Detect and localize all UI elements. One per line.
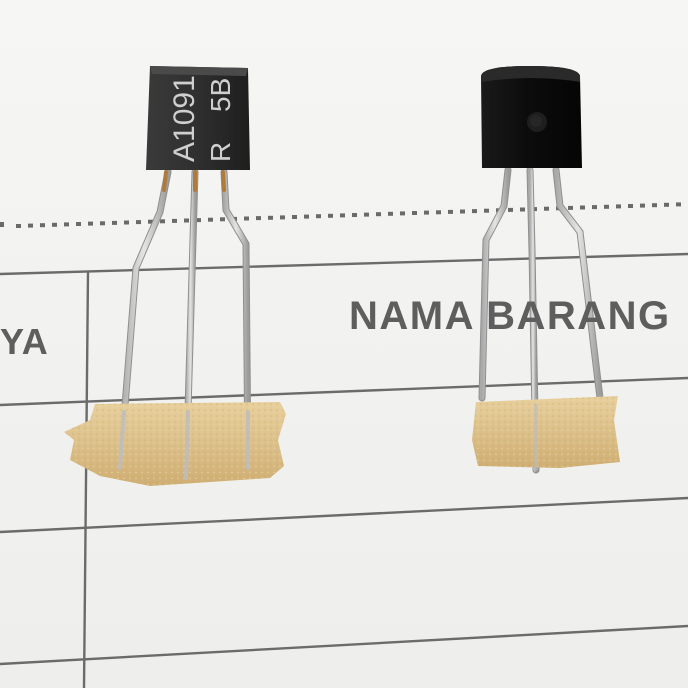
dot — [76, 222, 81, 226]
dot — [664, 202, 669, 207]
form-grid-lines — [0, 252, 688, 688]
tape-left — [64, 402, 286, 486]
dot — [184, 218, 189, 223]
transistor-left-body: A1091 R 5B — [146, 66, 250, 170]
form-header-left: YA — [0, 321, 49, 362]
dot — [136, 220, 141, 225]
dot — [340, 213, 345, 218]
dot — [628, 204, 633, 208]
dot — [124, 220, 129, 225]
dot — [16, 224, 21, 228]
dot — [40, 223, 45, 228]
form-header-right: NAMA BARANG — [349, 294, 671, 338]
grid-line-4 — [0, 624, 688, 666]
dot — [616, 204, 621, 209]
marking-line1: A1091 — [168, 75, 201, 162]
dot — [448, 209, 453, 214]
transistor-right-body — [481, 66, 582, 168]
dot — [460, 209, 465, 214]
dot — [580, 205, 585, 210]
dot — [244, 216, 249, 221]
dot — [544, 206, 549, 211]
dot — [376, 212, 381, 217]
dot — [508, 207, 513, 212]
dot — [436, 210, 441, 215]
dot — [64, 222, 69, 227]
dot — [364, 212, 369, 217]
dot — [304, 214, 309, 219]
transistor-right-leads — [478, 166, 604, 474]
dot — [100, 221, 105, 226]
marking-line2-right: 5B — [205, 78, 236, 112]
dot — [160, 219, 165, 224]
dot — [592, 205, 597, 210]
dot — [484, 208, 489, 213]
dot — [400, 211, 405, 216]
dot — [268, 215, 273, 220]
tape-right — [472, 396, 620, 470]
dot — [88, 221, 93, 226]
dot — [208, 217, 213, 222]
dot — [280, 215, 285, 220]
dot — [412, 211, 417, 215]
dot — [568, 205, 573, 210]
dot — [604, 204, 609, 209]
dot — [352, 213, 357, 217]
marking-line2-left: R — [205, 142, 236, 162]
dot — [652, 203, 657, 208]
dot — [196, 218, 201, 223]
dot — [220, 217, 225, 222]
dot — [472, 209, 477, 214]
dot — [292, 215, 297, 219]
dot — [424, 210, 429, 215]
dot — [640, 203, 645, 208]
dot — [28, 223, 33, 228]
dot — [52, 222, 57, 227]
dot — [316, 214, 321, 219]
dot — [112, 220, 117, 225]
transistor-left-leads — [116, 168, 252, 482]
dot — [148, 219, 153, 224]
grid-line-2 — [0, 376, 688, 407]
grid-line-3 — [0, 496, 688, 534]
grid-line-top — [0, 252, 688, 276]
dot — [532, 207, 537, 212]
dotted-line — [0, 202, 681, 228]
dot — [520, 207, 525, 212]
dot — [676, 202, 681, 207]
grid-line-vertical — [82, 271, 90, 688]
dot — [256, 216, 261, 221]
dot — [388, 211, 393, 216]
dot — [328, 213, 333, 218]
dot — [172, 218, 177, 223]
